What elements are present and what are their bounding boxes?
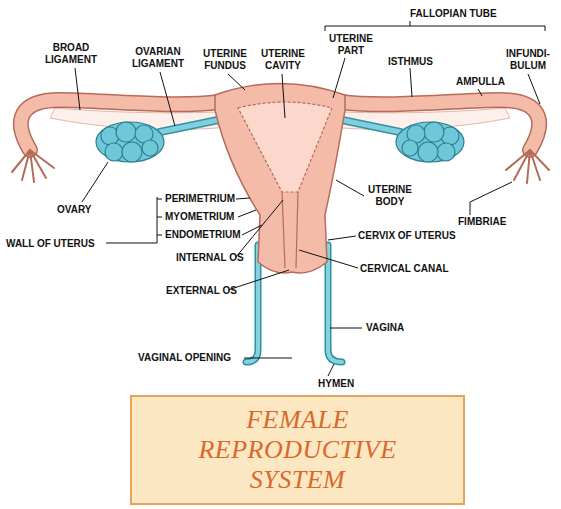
part-label: INFUNDI- BULUM [502,48,554,72]
caption-box: FEMALE REPRODUCTIVE SYSTEM [130,395,465,505]
part-label: OVARY [57,204,91,216]
part-label: UTERINE FUNDUS [198,48,252,72]
part-label: UTERINE PART [326,33,376,57]
part-label: UTERINE CAVITY [256,48,310,72]
part-label: VAGINA [366,322,404,334]
part-label: CERVICAL CANAL [360,263,449,275]
part-label: PERIMETRIUM [165,193,235,205]
part-label: WALL OF UTERUS [6,238,95,250]
part-label: ISTHMUS [388,56,433,68]
part-label: FALLOPIAN TUBE [410,8,497,20]
part-label: UTERINE BODY [362,184,418,208]
part-label: OVARIAN LIGAMENT [118,46,198,70]
part-label: BROAD LIGAMENT [30,42,112,66]
part-label: ENDOMETRIUM [165,229,241,241]
caption-text: FEMALE REPRODUCTIVE SYSTEM [148,405,447,495]
part-label: FIMBRIAE [458,216,506,228]
part-label: HYMEN [318,378,354,390]
part-label: EXTERNAL OS [166,285,237,297]
part-label: INTERNAL OS [176,252,244,264]
part-label: VAGINAL OPENING [138,352,231,364]
part-label: MYOMETRIUM [165,211,234,223]
part-label: CERVIX OF UTERUS [358,230,456,242]
part-label: AMPULLA [456,76,505,88]
